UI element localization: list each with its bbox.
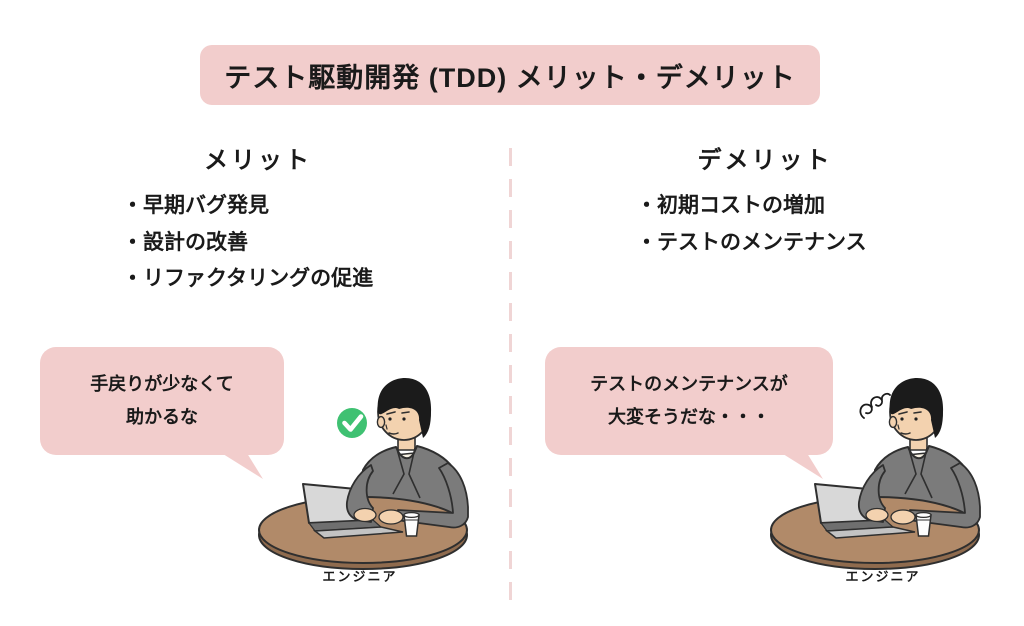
merit-speech-bubble: 手戻りが少なくて 助かるな <box>40 347 284 455</box>
demerit-header: デメリット <box>697 147 833 174</box>
demerit-speech-bubble: テストのメンテナンスが 大変そうだな・・・ <box>545 347 833 455</box>
bubble-text-line: 助かるな <box>126 407 198 427</box>
frustration-scribble-icon <box>859 392 891 419</box>
list-item: ・設計の改善 <box>122 230 248 254</box>
merit-list: ・早期バグ発見 ・設計の改善 ・リファクタリングの促進 <box>122 188 373 298</box>
demerit-caption: エンジニア <box>845 569 921 584</box>
check-circle-icon <box>337 408 367 438</box>
page-title: テスト駆動開発 (TDD) メリット・デメリット <box>224 62 796 93</box>
merit-caption: エンジニア <box>322 569 398 584</box>
list-item: ・テストのメンテナンス <box>636 230 867 254</box>
engineer-illustration-merit <box>252 372 472 587</box>
list-item: ・リファクタリングの促進 <box>122 267 374 290</box>
engineer-illustration-demerit <box>764 372 984 587</box>
title-banner: テスト駆動開発 (TDD) メリット・デメリット <box>200 45 820 105</box>
merit-header: メリット <box>204 147 312 174</box>
column-divider <box>509 148 512 606</box>
list-item: ・早期バグ発見 <box>122 194 269 217</box>
bubble-text-line: テストのメンテナンスが <box>590 374 788 394</box>
bubble-text-line: 大変そうだな・・・ <box>608 407 770 427</box>
bubble-text-line: 手戻りが少なくて <box>90 374 234 394</box>
list-item: ・初期コストの増加 <box>636 194 825 217</box>
demerit-list: ・初期コストの増加 ・テストのメンテナンス <box>636 188 867 261</box>
